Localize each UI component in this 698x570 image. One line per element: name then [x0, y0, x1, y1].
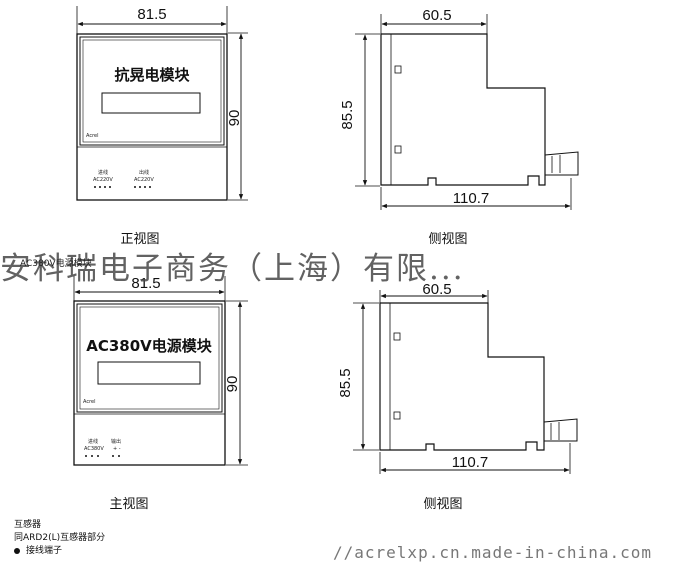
depth-dimension-bottom: 60.5 [422, 281, 451, 298]
brand-logo: Acrel [86, 133, 99, 139]
watermark-overlay-text: AC380V电源模块 [20, 259, 92, 269]
note-line-3: 接线端子 [26, 546, 63, 556]
terminal-screws [94, 186, 151, 188]
notes: 互感器 同ARD2(L)互感器部分 接线端子 [14, 519, 105, 558]
terminal-in-label: 进线 [98, 169, 108, 176]
brand-logo-bottom: Acrel [83, 399, 96, 405]
note-line-1: 互感器 [14, 520, 42, 530]
side-view-bottom: 60.5 85.5 110.7 侧视图 [337, 281, 578, 512]
side-view-top: 60.5 85.5 110.7 侧视图 [339, 7, 579, 247]
width-dimension-bottom: 81.5 [131, 275, 160, 292]
height-dimension-bottom: 90 [224, 376, 241, 393]
side-height-dimension: 85.5 [339, 100, 356, 129]
bullet-icon [14, 547, 20, 554]
width-dimension: 81.5 [137, 6, 166, 23]
base-dimension-bottom: 110.7 [452, 454, 488, 471]
front-view-top: 81.5 90 抗晃电模块 Acrel 进线 AC220V 出线 AC220V … [76, 6, 248, 247]
terminal-out-label-bottom: 输出 [111, 438, 121, 445]
front-view-bottom: 81.5 90 AC380V电源模块 Acrel 进线 AC380V 输出 + … [73, 275, 248, 512]
note-line-3-row: 接线端子 [14, 545, 105, 558]
side-height-dimension-bottom: 85.5 [337, 368, 354, 397]
terminal-block [544, 151, 579, 176]
watermark-url: //acrelxp.cn.made-in-china.com [333, 543, 652, 562]
caption-side-top: 侧视图 [428, 232, 467, 247]
terminal-in-voltage-bottom: AC380V [84, 446, 104, 452]
caption-side-bottom: 侧视图 [423, 497, 462, 512]
module-cover [79, 36, 225, 146]
terminal-in-label-bottom: 进线 [88, 438, 98, 445]
depth-dimension: 60.5 [422, 7, 451, 24]
display-window [101, 92, 201, 114]
terminal-out-voltage: AC220V [134, 177, 154, 183]
module-title-bottom: AC380V电源模块 [86, 337, 213, 355]
module-title: 抗晃电模块 [114, 66, 190, 84]
caption-front-top: 正视图 [120, 232, 159, 247]
terminal-out-label: 出线 [139, 169, 149, 176]
height-dimension: 90 [226, 110, 243, 127]
terminal-in-voltage: AC220V [93, 177, 113, 183]
side-profile [380, 33, 546, 186]
note-line-2: 同ARD2(L)互感器部分 [14, 533, 106, 543]
caption-front-bottom: 主视图 [109, 497, 148, 512]
base-dimension: 110.7 [453, 190, 489, 207]
terminal-out-polarity: + - [113, 446, 121, 452]
watermark-company: 安科瑞电子商务（上海）有限... [0, 251, 465, 287]
